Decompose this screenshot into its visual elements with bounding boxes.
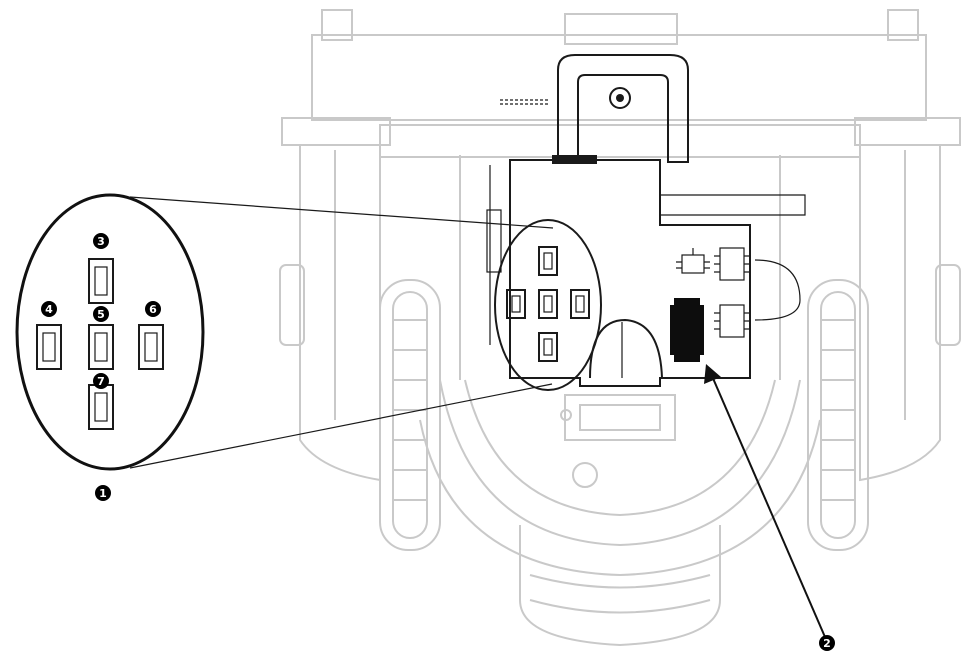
center-mount — [564, 394, 676, 441]
tilt-ring — [419, 379, 821, 577]
jumper-6 — [138, 324, 164, 370]
small-jumper-4 — [506, 289, 526, 319]
top-left-clip — [321, 9, 353, 41]
callout-4: 4 — [41, 301, 57, 317]
jumper-4 — [36, 324, 62, 370]
small-jumper-7 — [538, 332, 558, 362]
pcb-components — [676, 247, 801, 338]
pcb-area — [486, 54, 806, 391]
black-connector — [674, 298, 700, 362]
callout-2: 2 — [819, 635, 835, 651]
small-jumper-5 — [538, 289, 558, 319]
arrow-head — [704, 364, 721, 384]
svg-text:7: 7 — [97, 375, 105, 388]
handle-screw-center — [616, 94, 624, 102]
callout-6: 6 — [145, 301, 161, 317]
svg-text:4: 4 — [45, 303, 53, 316]
magnified-inset: 3 4 5 6 7 — [15, 193, 205, 471]
pcb-boss — [589, 318, 663, 379]
jumper-3 — [88, 258, 114, 304]
magnifier-leader-lines — [129, 196, 554, 469]
pcb-board — [509, 159, 751, 387]
right-flange — [854, 117, 961, 146]
upper-bracket — [660, 194, 806, 216]
camera-housing — [279, 9, 961, 482]
top-center-block — [564, 13, 678, 45]
right-side-knob — [935, 264, 961, 346]
left-body — [299, 145, 381, 482]
connector-pointer — [704, 364, 826, 638]
gear-ridge — [500, 99, 550, 105]
svg-text:5: 5 — [97, 308, 105, 321]
callout-7: 7 — [93, 373, 109, 389]
small-jumper-6 — [570, 289, 590, 319]
right-body — [859, 145, 941, 482]
svg-text:1: 1 — [99, 487, 107, 500]
top-housing — [311, 34, 927, 121]
magnified-ellipse — [15, 193, 205, 471]
lens-barrel — [519, 525, 721, 647]
small-jumper-3 — [538, 246, 558, 276]
svg-text:3: 3 — [97, 235, 105, 248]
svg-text:6: 6 — [149, 303, 157, 316]
left-side-knob — [279, 264, 305, 346]
top-right-clip — [887, 9, 919, 41]
handle-screw — [609, 87, 631, 109]
inset-jumper-area — [494, 219, 602, 391]
callout-3: 3 — [93, 233, 109, 249]
mid-rail — [379, 124, 861, 158]
callout-1: 1 — [95, 485, 111, 501]
svg-text:2: 2 — [823, 637, 831, 650]
callout-5: 5 — [93, 306, 109, 322]
top-handle — [557, 54, 689, 163]
side-connector — [754, 259, 801, 321]
left-wheel — [379, 279, 441, 551]
right-wheel — [807, 279, 869, 551]
left-flange — [281, 117, 391, 146]
jumper-5 — [88, 324, 114, 370]
board-side-tab — [486, 209, 502, 273]
